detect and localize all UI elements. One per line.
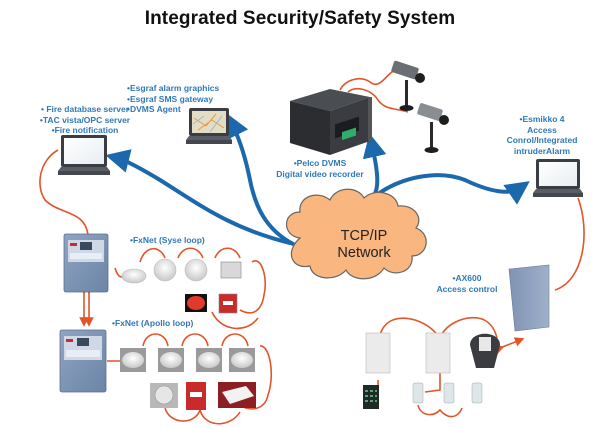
dvr-label: •Pelco DVMS Digital video recorder [270, 158, 370, 179]
label-line: intruderAlarm [513, 145, 571, 156]
label-line: • Fire database server [40, 104, 130, 114]
door-contact-icon [443, 382, 455, 404]
ax600-label: •AX600 Access control [432, 273, 502, 294]
smoke-detector-icon [122, 352, 144, 368]
smoke-detector-icon [231, 352, 253, 368]
link-network-to-dvr [362, 133, 387, 200]
link-fire-server-to-network [105, 149, 292, 245]
label-line: Access control [436, 283, 498, 294]
wire-fire-server-to-panel [39, 149, 89, 236]
label-line: •DVMS Agent [127, 104, 181, 114]
syse-loop-label: •FxNet (Syse loop) [130, 235, 205, 245]
cctv-camera-1-icon [391, 60, 425, 111]
label-line: •Esgraf SMS gateway [127, 93, 214, 104]
wire-reader-to-ax600 [493, 337, 525, 355]
access-workstation-laptop-icon [533, 159, 583, 197]
label-line: •Esgraf alarm graphics [127, 83, 220, 93]
dvr-recorder-icon [290, 89, 372, 155]
wire-access-workstation-to-ax600 [554, 197, 585, 291]
network-label-line: Network [337, 245, 391, 261]
door-controller-icon [365, 332, 391, 374]
door-contact-icon [412, 382, 424, 404]
label-line: Digital video recorder [276, 168, 364, 179]
label-line: •AX600 [452, 273, 482, 283]
label-line: •TAC vista/OPC server [39, 114, 131, 125]
link-esgraf-to-network [226, 113, 297, 247]
access-workstation-label: •Esmikko 4 Access Conrol/Integrated intr… [494, 114, 590, 156]
wire-syse-loop [114, 247, 267, 330]
smoke-detector-icon [184, 258, 208, 282]
fire-panel-syse-icon [63, 233, 109, 293]
diagram-title: Integrated Security/Safety System [144, 8, 456, 29]
interface-module-icon [220, 261, 242, 279]
fire-server-laptop-icon [58, 135, 110, 175]
cctv-camera-2-icon [417, 103, 449, 153]
door-contact-icon [471, 382, 483, 404]
link-network-to-access-workstation [368, 173, 530, 205]
network-links [105, 113, 530, 247]
network-label: TCP/IP Network [306, 228, 422, 262]
fire-panel-apollo-icon [59, 329, 107, 393]
label-line: •Pelco DVMS [293, 158, 347, 168]
access-field-devices [363, 332, 500, 409]
door-controller-icon [425, 332, 451, 374]
fire-server-label: • Fire database server •TAC vista/OPC se… [28, 104, 142, 136]
smoke-detector-icon [160, 352, 182, 368]
apollo-loop-label: •FxNet (Apollo loop) [112, 318, 194, 328]
smoke-detector-icon [121, 268, 147, 284]
wire-dvr-to-camera-2 [347, 88, 409, 113]
label-line: Access [527, 124, 557, 135]
apollo-loop-devices [120, 348, 256, 410]
label-line: •Fire notification [51, 125, 119, 135]
esgraf-laptop-icon [186, 108, 232, 144]
syse-loop-devices [121, 258, 242, 314]
label-line: •Esmikko 4 [519, 114, 565, 124]
ax600-cabinet-icon [508, 264, 550, 332]
wire-dvr-to-camera-1 [339, 69, 396, 91]
tcp-ip-network-cloud [285, 188, 427, 280]
label-line: Conrol/Integrated [506, 135, 578, 145]
network-label-line: TCP/IP [340, 228, 388, 244]
esgraf-label: •Esgraf alarm graphics •Esgraf SMS gatew… [127, 83, 219, 115]
smoke-detector-icon [198, 352, 220, 368]
wire-apollo-loop [107, 333, 272, 425]
smoke-detector-icon [153, 258, 177, 282]
